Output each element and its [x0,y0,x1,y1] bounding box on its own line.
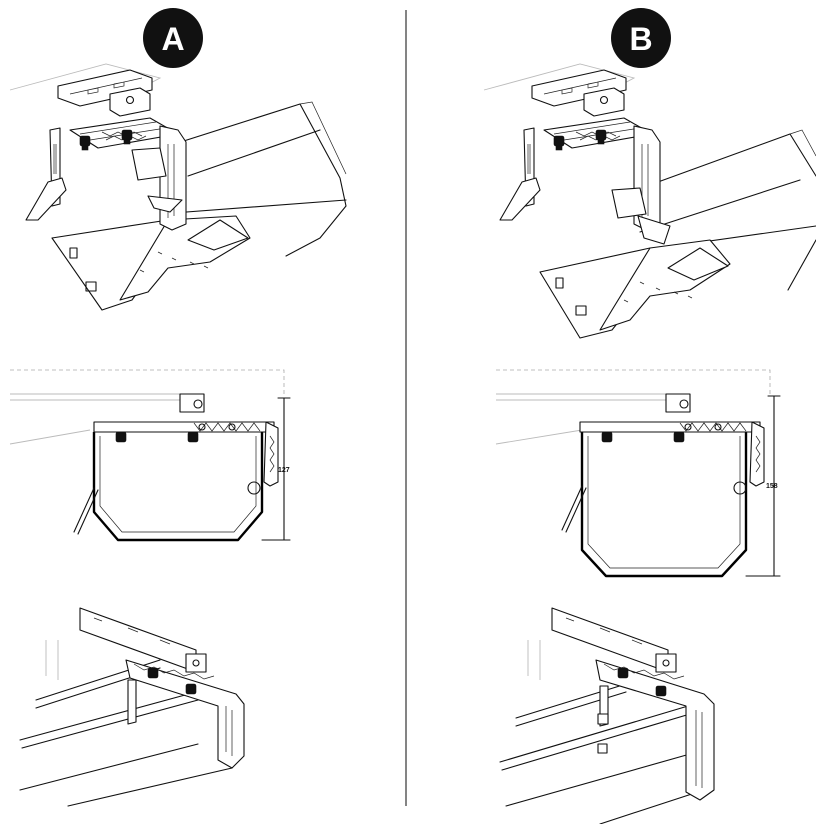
badge-a: A [143,8,203,68]
badge-b-label: B [629,21,652,57]
isometric-view-top-a [9,63,347,311]
panel-a: A [9,8,347,807]
isometric-view-bottom-a [19,607,245,807]
isometric-view-bottom-b [499,607,715,824]
panel-b: B [483,8,816,824]
dimension-label-a: 127 [278,467,290,474]
cross-section-b: 158 [495,369,781,578]
cross-section-a: 127 [9,369,291,542]
badge-a-label: A [161,21,184,57]
dimension-label-b: 158 [766,483,778,490]
badge-b: B [611,8,671,68]
isometric-view-top-b [483,63,816,339]
